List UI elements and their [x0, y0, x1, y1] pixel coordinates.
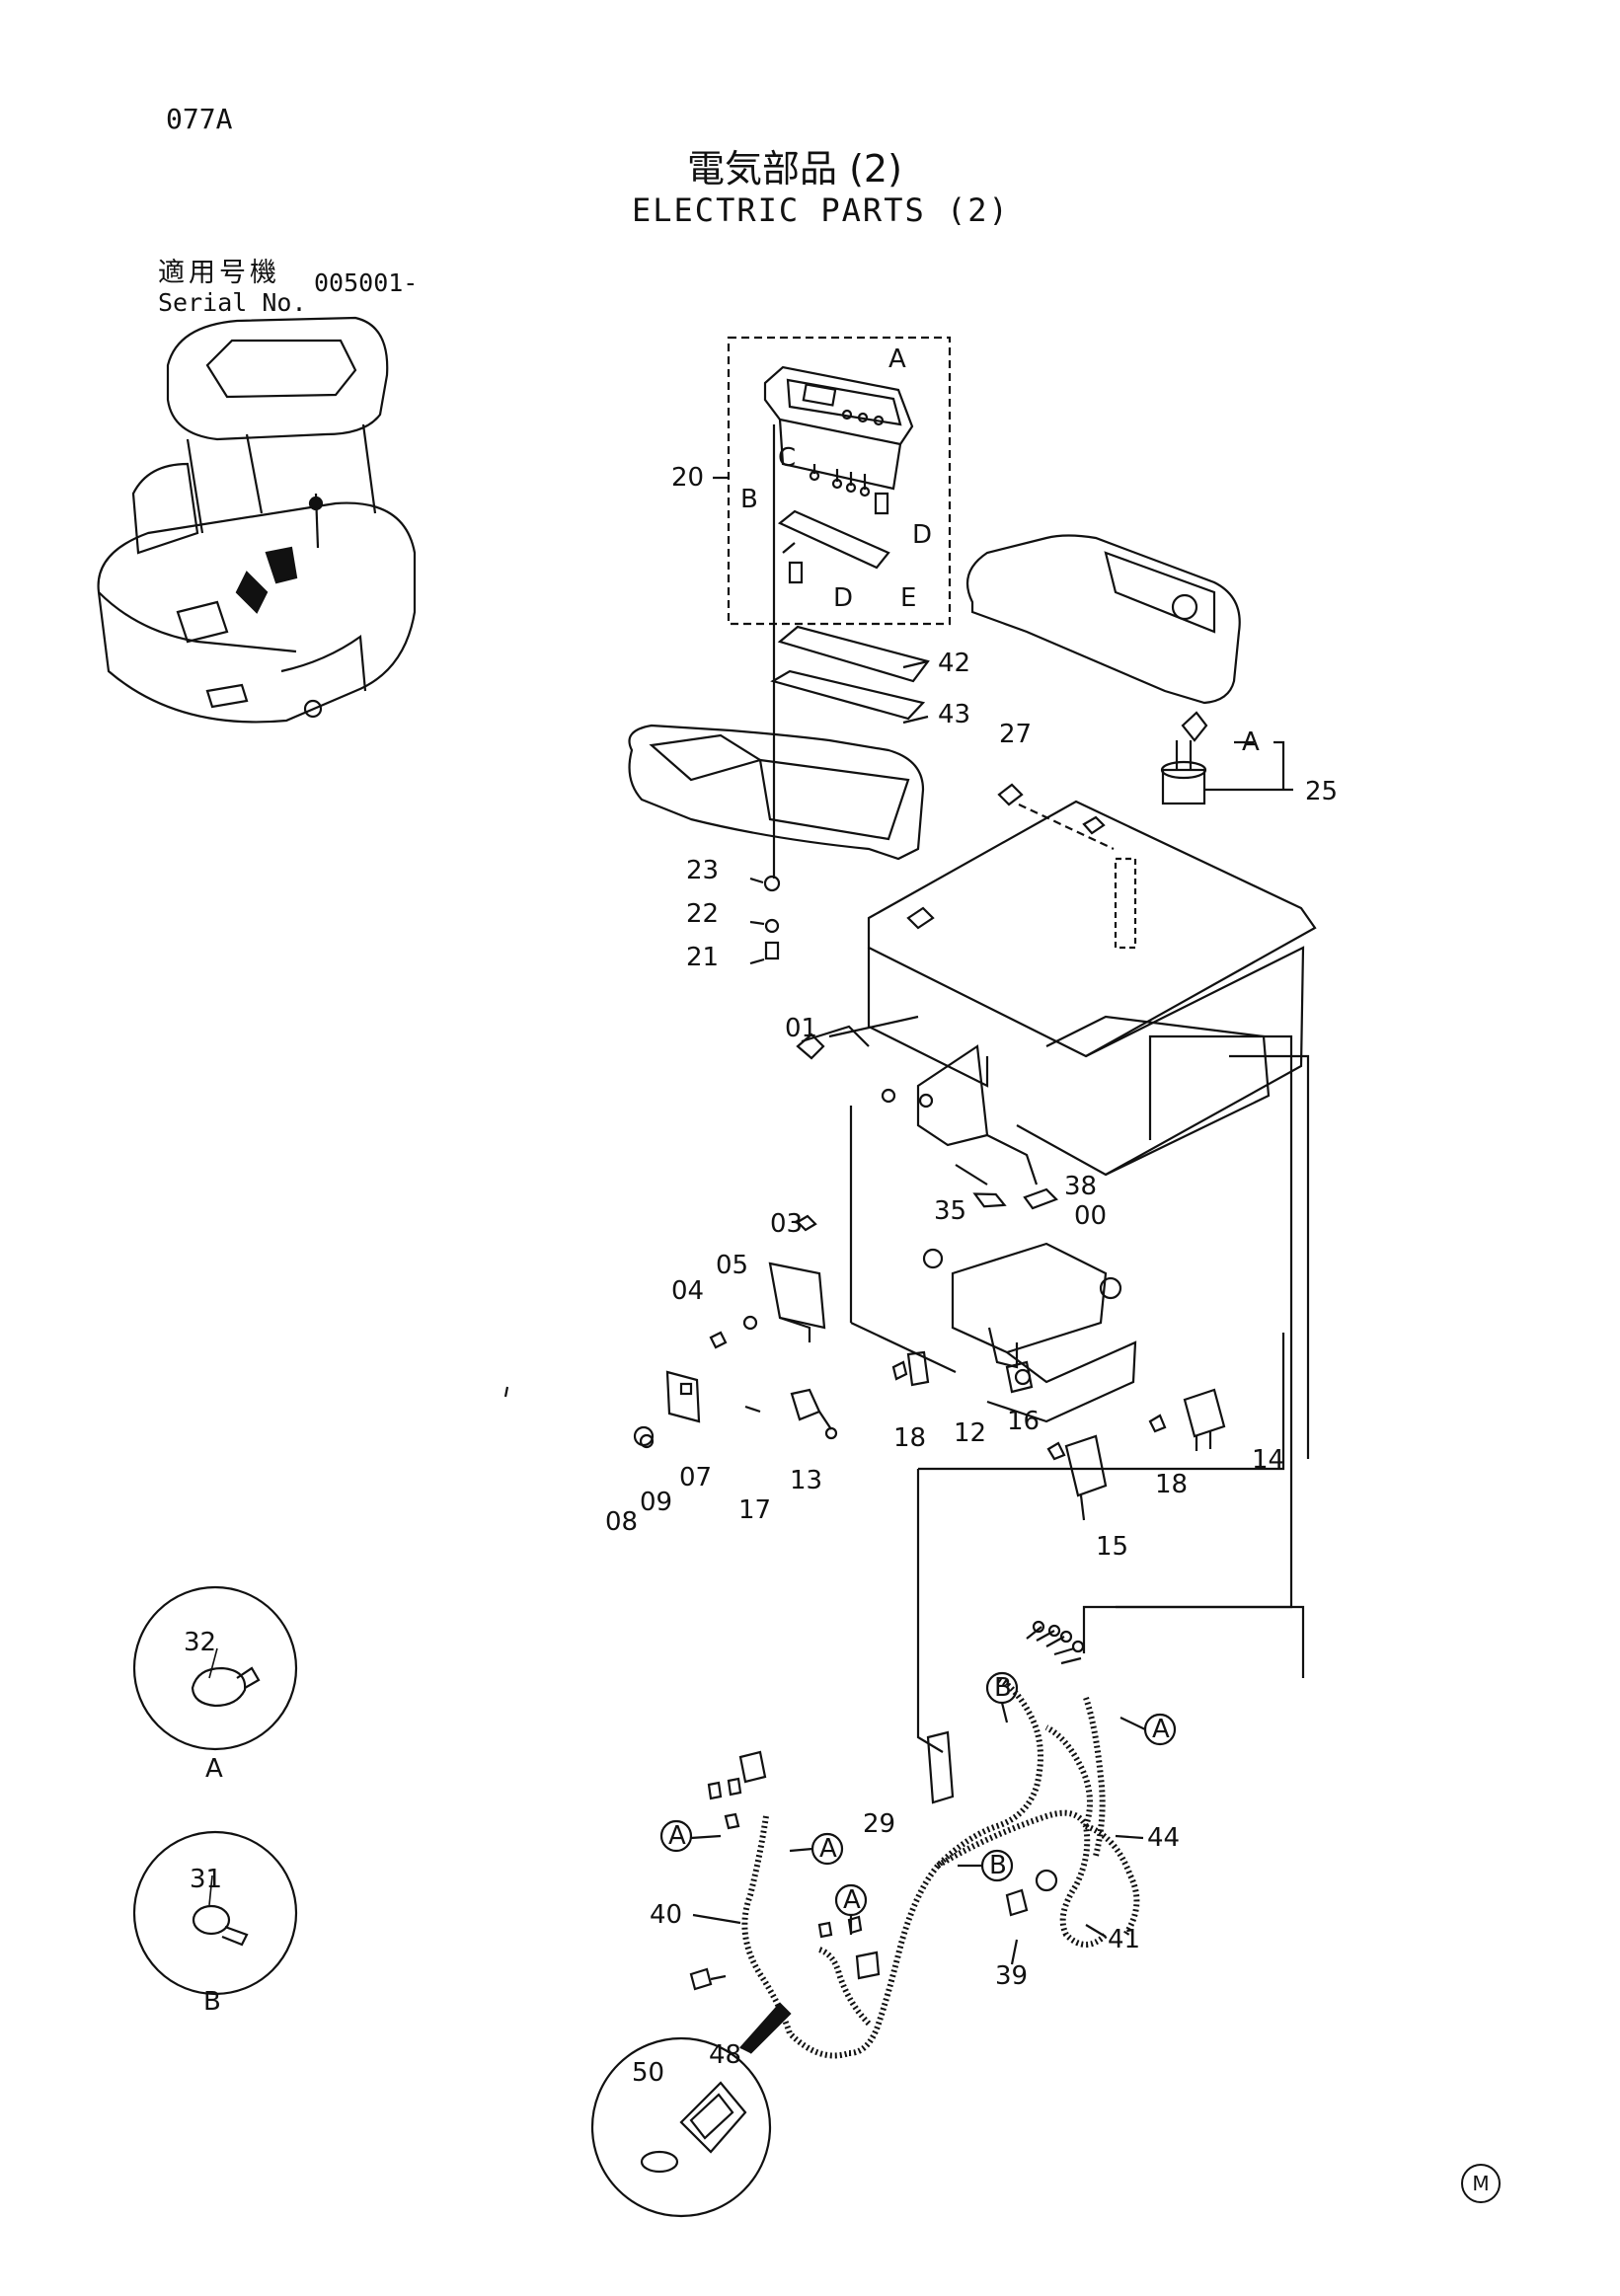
page-code: 077A — [166, 103, 233, 135]
machine-overview-illustration — [97, 316, 417, 724]
callout-12: 12 — [954, 1418, 986, 1448]
callout-14: 14 — [1252, 1445, 1284, 1475]
callout-04: 04 — [671, 1276, 704, 1306]
detail-circle-harness — [590, 2002, 792, 2218]
harness-marker-A-2: A — [819, 1834, 837, 1864]
callout-18-right: 18 — [1155, 1470, 1188, 1499]
manufacturer-mark-icon: M — [1461, 2164, 1501, 2203]
callout-05: 05 — [716, 1251, 748, 1280]
relay-bracket — [665, 1242, 1226, 1521]
callout-18-left: 18 — [893, 1423, 926, 1453]
callout-monitor-A: A — [888, 344, 906, 374]
callout-29: 29 — [863, 1809, 895, 1839]
callout-27: 27 — [999, 720, 1032, 749]
detail-A-label: A — [205, 1754, 223, 1784]
harness-reference-markers — [503, 1386, 1177, 1935]
callout-21: 21 — [686, 943, 719, 972]
main-bracket-assembly — [867, 800, 1317, 1186]
callout-13: 13 — [790, 1466, 822, 1495]
callout-monitor-D-upper: D — [912, 520, 932, 550]
detail-circle-B — [132, 1830, 298, 1996]
callout-40: 40 — [650, 1900, 682, 1930]
page-title-english: ELECTRIC PARTS (2) — [632, 191, 1010, 229]
console-covers — [628, 534, 1241, 861]
detail-circle-A — [132, 1585, 298, 1751]
callout-16: 16 — [1007, 1407, 1040, 1436]
callout-42: 42 — [938, 649, 970, 678]
detail-B-label: B — [203, 1987, 221, 2017]
callout-23: 23 — [686, 856, 719, 885]
detail-harness-part-50: 50 — [632, 2058, 664, 2088]
callout-17: 17 — [738, 1495, 771, 1525]
detail-A-part-number: 32 — [184, 1628, 216, 1657]
callout-22: 22 — [686, 899, 719, 929]
callout-monitor-E: E — [900, 583, 916, 613]
callout-monitor-D-lower: D — [833, 583, 853, 613]
callout-monitor-C: C — [778, 443, 796, 473]
callout-monitor-B: B — [740, 485, 758, 514]
callout-08: 08 — [605, 1507, 638, 1537]
callout-01: 01 — [785, 1014, 817, 1043]
callout-monitor-20: 20 — [671, 463, 704, 493]
callout-25: 25 — [1305, 777, 1338, 806]
callout-38: 38 — [1064, 1172, 1097, 1201]
callout-03: 03 — [770, 1209, 803, 1239]
callout-09: 09 — [640, 1488, 672, 1517]
serial-number-value: 005001- — [314, 268, 419, 297]
callout-43: 43 — [938, 700, 970, 729]
harness-marker-A-3: A — [843, 1885, 861, 1915]
key-switch — [1160, 711, 1208, 805]
wiring-harness — [741, 1675, 1140, 2059]
harness-marker-A-1: A — [668, 1821, 686, 1851]
detail-harness-part-48: 48 — [709, 2040, 741, 2070]
callout-07: 07 — [679, 1463, 712, 1492]
harness-marker-B-2: B — [989, 1851, 1007, 1880]
serial-label-english: Serial No. — [158, 288, 307, 317]
monitor-assembly — [727, 336, 952, 879]
serial-label-japanese: 適用号機 — [158, 258, 280, 288]
callout-39: 39 — [995, 1961, 1028, 1991]
callout-00: 00 — [1074, 1201, 1107, 1231]
harness-marker-A-4: A — [1152, 1715, 1170, 1744]
callout-44: 44 — [1147, 1823, 1180, 1853]
detail-B-part-number: 31 — [190, 1865, 222, 1894]
harness-connectors — [689, 1620, 1085, 1991]
callout-35: 35 — [934, 1196, 966, 1226]
callout-15: 15 — [1096, 1532, 1128, 1562]
page-title-japanese: 電気部品 (2) — [687, 147, 902, 191]
callout-41: 41 — [1108, 1925, 1140, 1954]
fasteners — [633, 1192, 1167, 1461]
harness-marker-B-1: B — [994, 1673, 1012, 1703]
